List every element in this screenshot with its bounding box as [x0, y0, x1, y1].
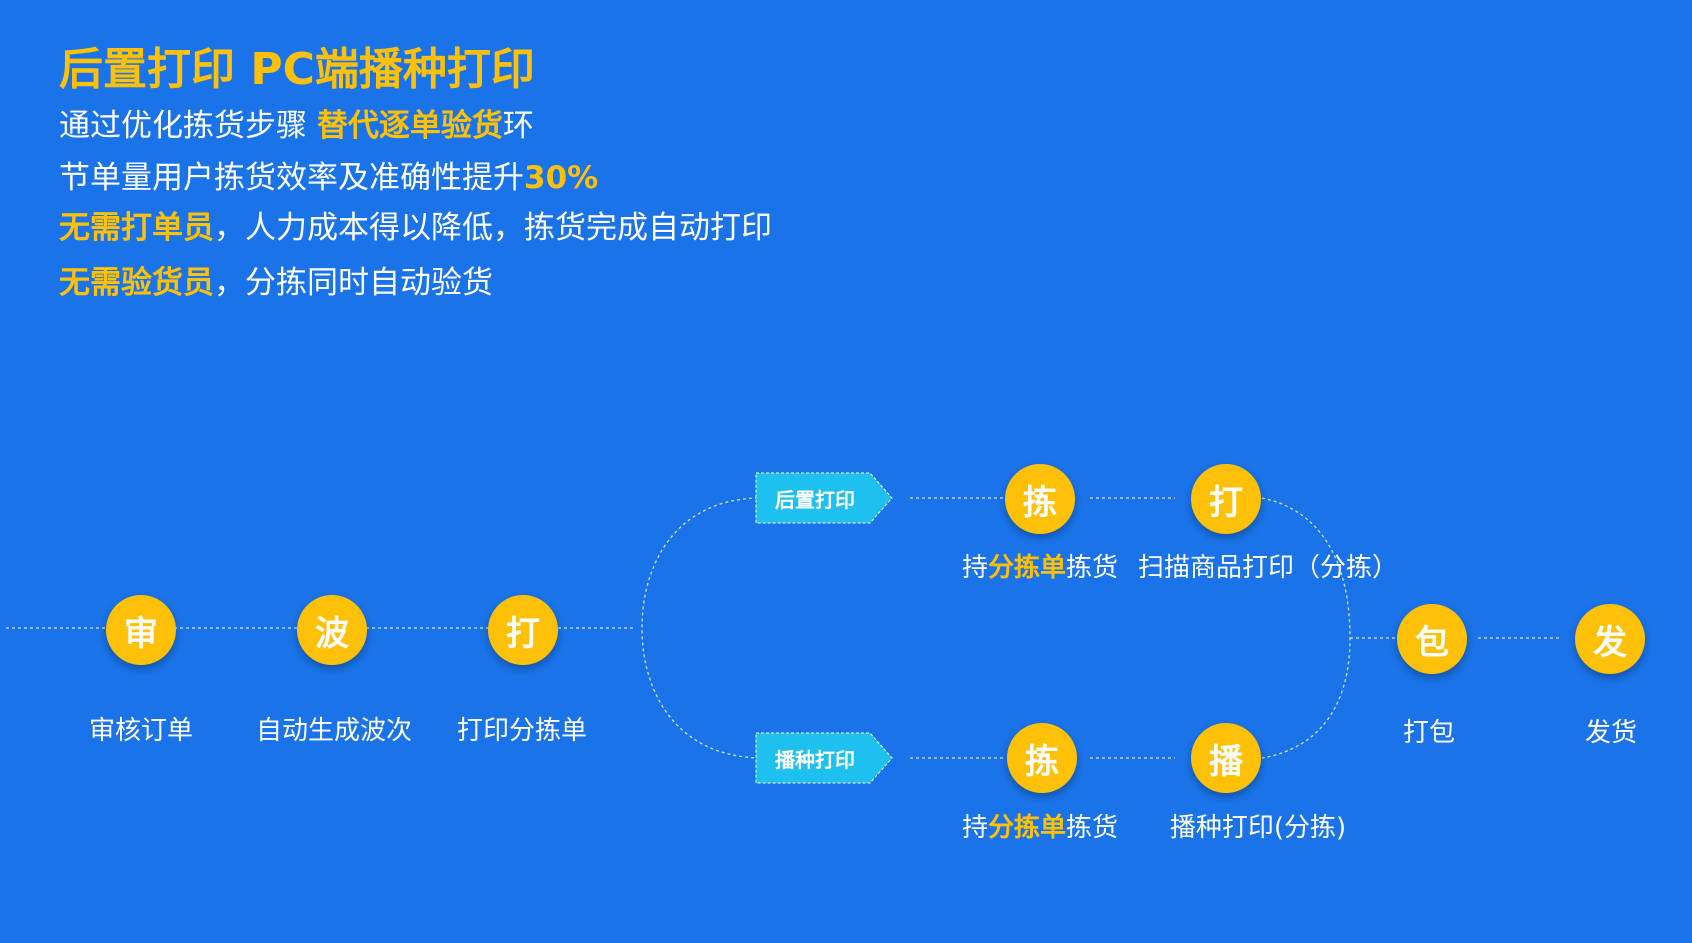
pick-bottom-label-highlight: 分拣单 [987, 813, 1067, 843]
pick-bottom-label-pre: 持 [961, 813, 988, 843]
pick-top-label-post: 拣货 [1066, 553, 1119, 583]
tag-seed-print: 播种打印 [755, 732, 893, 784]
step-pack-icon: 包 [1397, 604, 1467, 674]
pick-top-label-pre: 持 [961, 553, 988, 583]
branch-split-curve [641, 497, 759, 759]
step-ship-icon: 发 [1575, 604, 1645, 674]
tag-post-print-label: 后置打印 [775, 487, 855, 512]
intro-line-3-text: ，人力成本得以降低，拣货完成自动打印 [214, 210, 772, 246]
step-pick-top-icon: 拣 [1005, 464, 1075, 534]
intro-line-1-highlight: 替代逐单验货 [316, 108, 503, 144]
step-review-icon: 审 [106, 595, 176, 665]
intro-line-1: 通过优化拣货步骤 替代逐单验货环 [59, 108, 534, 145]
intro-line-1-text: 通过优化拣货步骤 [59, 108, 317, 144]
step-pick-bottom-label: 持分拣单拣货 [962, 813, 1118, 844]
pick-bottom-label-post: 拣货 [1066, 813, 1119, 843]
intro-line-4-text: ，分拣同时自动验货 [214, 265, 493, 301]
step-scan-print-icon: 打 [1191, 464, 1261, 534]
tag-post-print: 后置打印 [755, 472, 893, 524]
pick-top-label-highlight: 分拣单 [987, 553, 1067, 583]
step-seed-print-icon: 播 [1191, 723, 1261, 793]
tag-seed-print-label: 播种打印 [775, 747, 855, 772]
intro-line-4: 无需验货员，分拣同时自动验货 [59, 265, 493, 302]
step-wave-label: 自动生成波次 [255, 716, 413, 746]
step-print-list-label: 打印分拣单 [456, 716, 588, 746]
intro-line-3: 无需打单员，人力成本得以降低，拣货完成自动打印 [59, 210, 772, 247]
branch-merge-curve [1261, 497, 1351, 759]
intro-line-3-highlight: 无需打单员 [59, 210, 214, 246]
page-title: 后置打印 PC端播种打印 [59, 44, 535, 95]
tag-seed-print-shape [755, 732, 893, 784]
intro-line-4-highlight: 无需验货员 [59, 265, 214, 301]
intro-line-2-highlight: 30% [524, 160, 599, 196]
intro-line-2: 节单量用户拣货效率及准确性提升30% [59, 160, 598, 197]
step-wave-icon: 波 [297, 595, 367, 665]
step-pick-bottom-icon: 拣 [1007, 723, 1077, 793]
step-review-label: 审核订单 [88, 716, 194, 746]
step-scan-print-label: 扫描商品打印（分拣） [1137, 553, 1399, 583]
step-ship-label: 发货 [1584, 718, 1638, 748]
step-pick-top-label: 持分拣单拣货 [962, 553, 1118, 584]
intro-line-1-tail: 环 [502, 108, 534, 144]
intro-line-2-text: 节单量用户拣货效率及准确性提升 [59, 160, 524, 196]
step-pack-label: 打包 [1402, 718, 1456, 748]
step-seed-print-label: 播种打印(分拣) [1169, 813, 1347, 843]
tag-post-print-shape [755, 472, 893, 524]
step-print-list-icon: 打 [488, 595, 558, 665]
